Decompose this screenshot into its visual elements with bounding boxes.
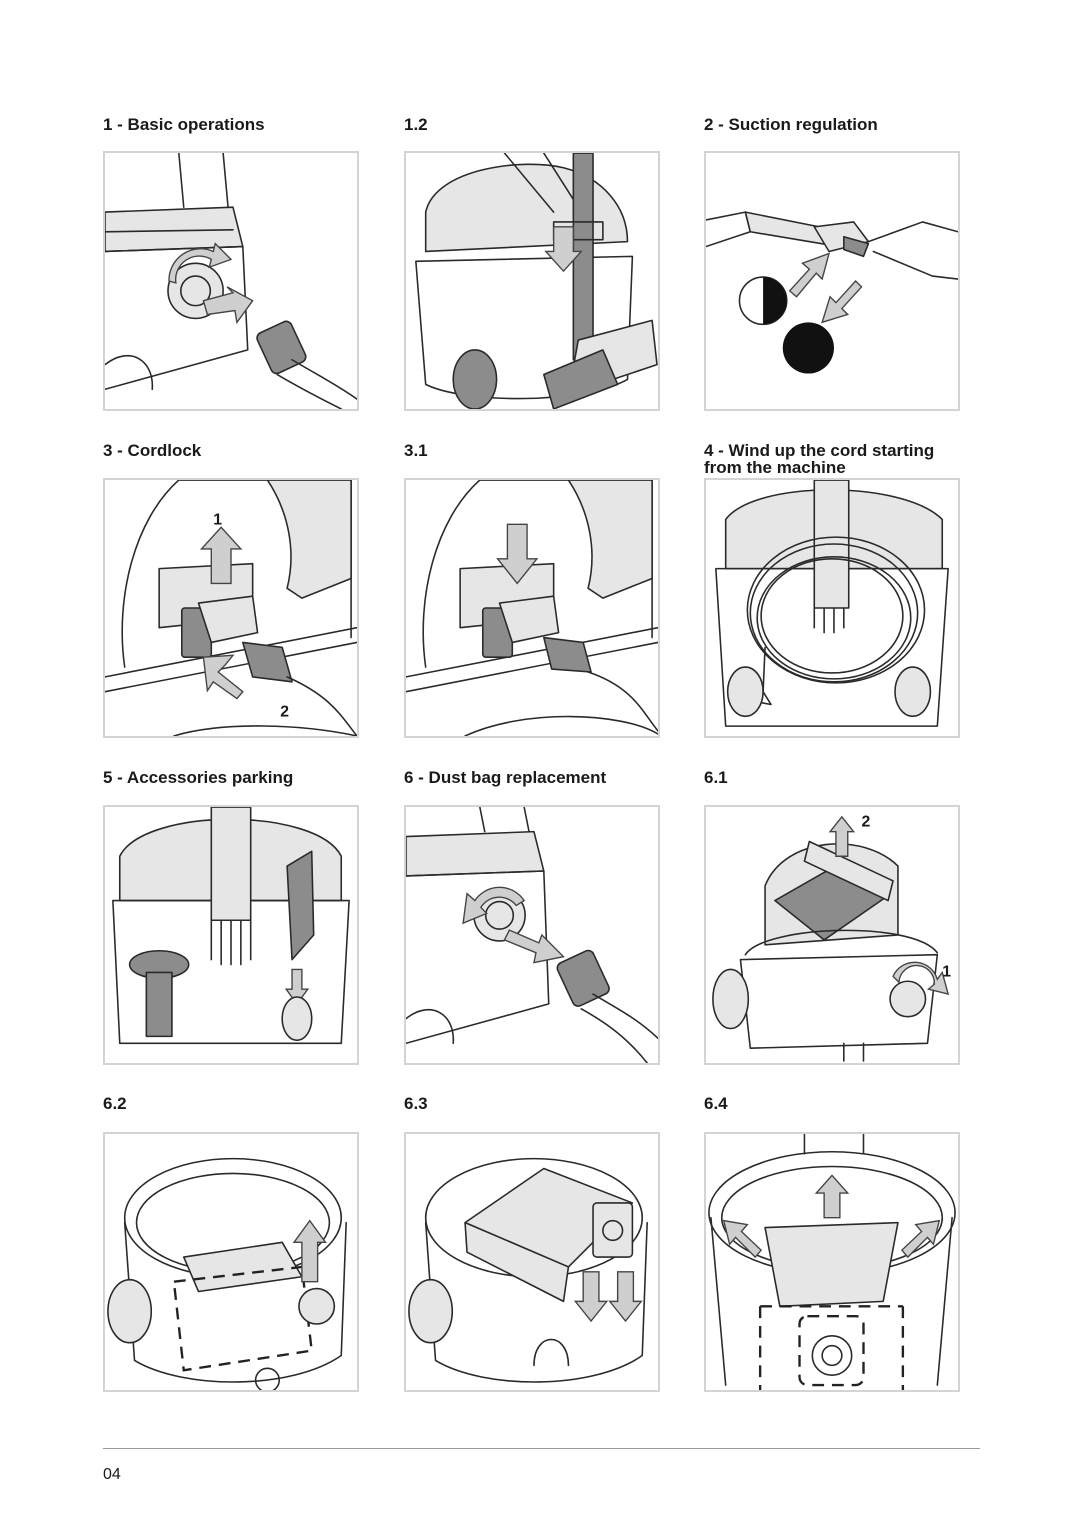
caption-cordlock: 3 - Cordlock xyxy=(103,441,202,460)
caption-6-2: 6.2 xyxy=(103,1094,127,1113)
caption-accessories-parking: 5 - Accessories parking xyxy=(103,768,294,787)
footer-rule xyxy=(103,1448,980,1449)
caption-wind-up-cord: 4 - Wind up the cord starting from the m… xyxy=(704,441,935,477)
caption-basic-operations: 1 - Basic operations xyxy=(103,115,265,134)
figure-basic-operations xyxy=(103,151,359,411)
caption-dust-bag-replacement: 6 - Dust bag replacement xyxy=(404,768,607,787)
figure-accessories-parking xyxy=(103,805,359,1065)
page-number: 04 xyxy=(103,1466,121,1483)
step-number-handle: 2 xyxy=(862,814,871,831)
caption-6-4: 6.4 xyxy=(704,1094,728,1113)
step-number-latch: 1 xyxy=(942,963,951,980)
figure-6-4 xyxy=(704,1132,960,1392)
figure-3-1 xyxy=(404,478,660,738)
figure-1-2 xyxy=(404,151,660,411)
caption-1-2: 1.2 xyxy=(404,115,428,134)
figure-wind-up-cord xyxy=(704,478,960,738)
figure-dust-bag-replacement xyxy=(404,805,660,1065)
caption-6-1: 6.1 xyxy=(704,768,728,787)
step-number-1: 1 xyxy=(213,511,222,528)
figure-6-3 xyxy=(404,1132,660,1392)
caption-3-1: 3.1 xyxy=(404,441,428,460)
figure-suction-regulation xyxy=(704,151,960,411)
caption-suction-regulation: 2 - Suction regulation xyxy=(704,115,878,134)
figure-6-1: 2 1 xyxy=(704,805,960,1065)
figure-6-2 xyxy=(103,1132,359,1392)
caption-6-3: 6.3 xyxy=(404,1094,428,1113)
step-number-2: 2 xyxy=(280,703,289,720)
figure-cordlock: 1 2 xyxy=(103,478,359,738)
